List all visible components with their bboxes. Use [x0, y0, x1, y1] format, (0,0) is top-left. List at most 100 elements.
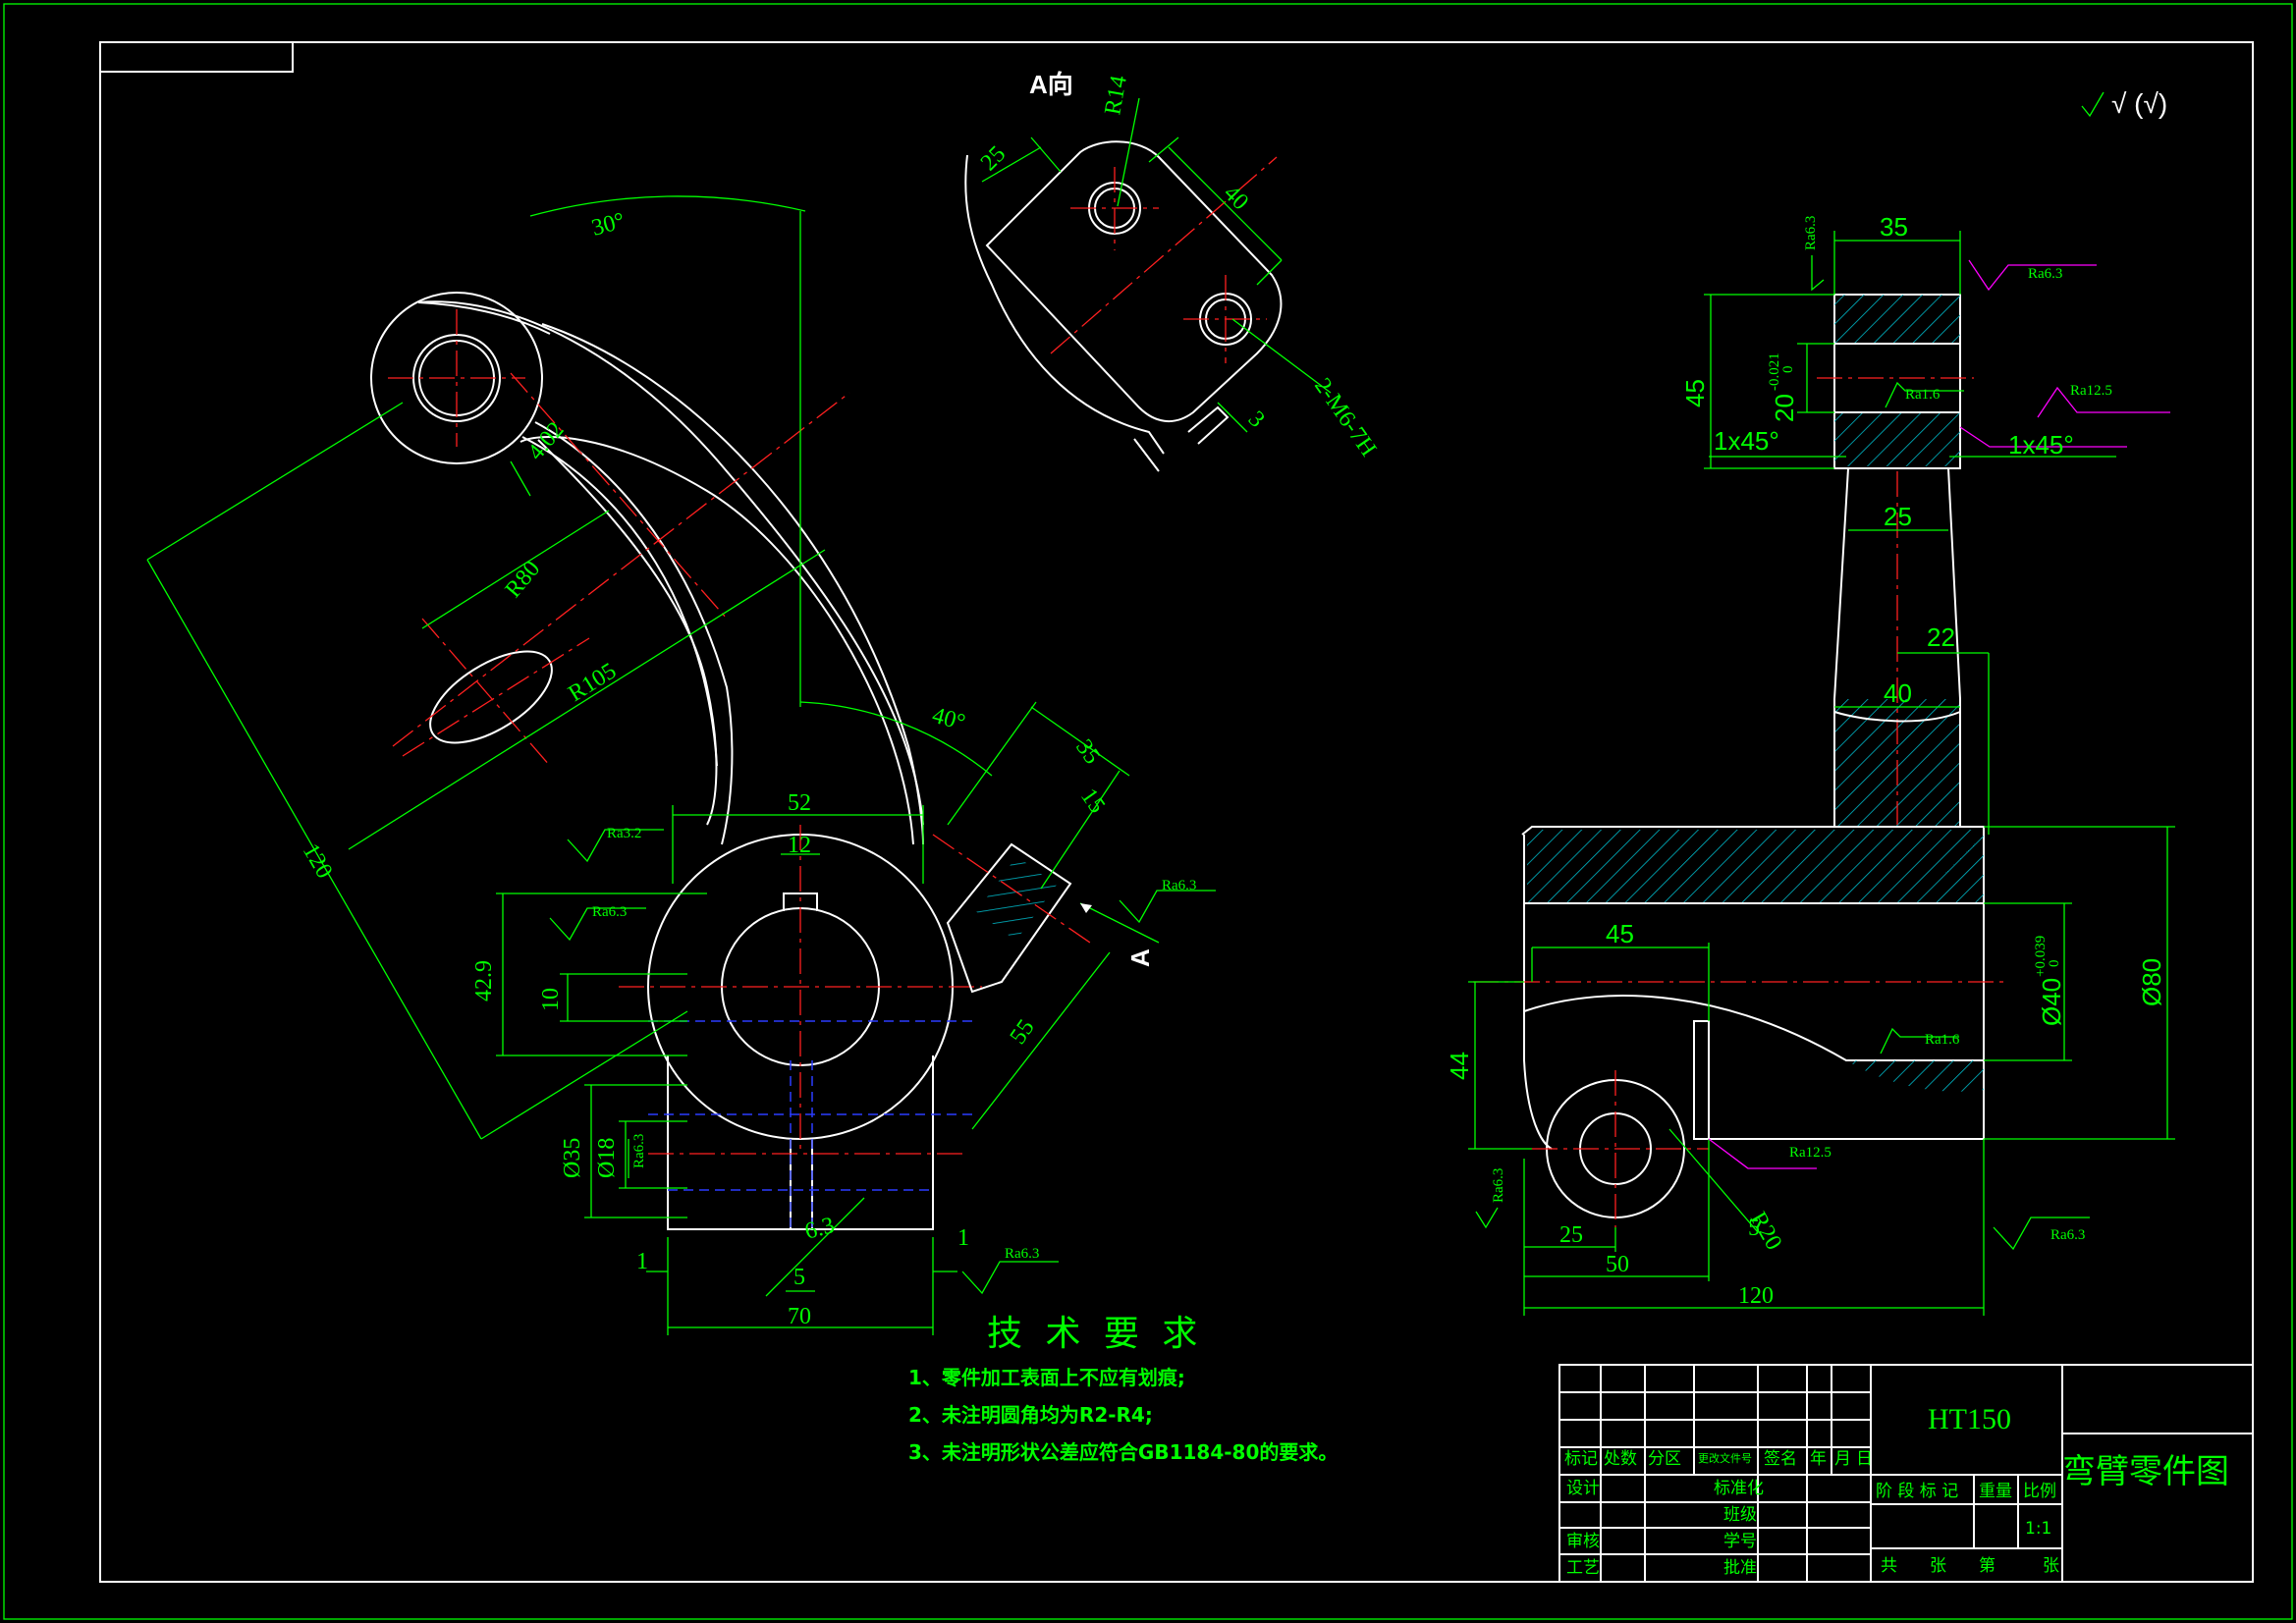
tb-sheet-unit-1: 张	[1930, 1556, 1946, 1576]
dim-63: 6.3	[802, 1213, 838, 1245]
tb-weight: 重量	[1979, 1482, 2012, 1501]
tb-design: 设计	[1566, 1479, 1600, 1498]
ra63-side-a: Ra6.3	[1803, 216, 1819, 250]
top-boss	[370, 292, 543, 464]
tb-h-day: 日	[1856, 1449, 1873, 1469]
ra-symbols-side	[1475, 255, 2170, 1251]
tb-class: 班级	[1723, 1505, 1757, 1525]
dim-dia18: Ø18	[594, 1138, 620, 1178]
dim-angle-40: 40°	[929, 703, 967, 736]
tb-total: 共	[1881, 1556, 1897, 1576]
tb-h-zone: 分区	[1648, 1449, 1681, 1469]
dim-120-front: 120	[298, 839, 338, 883]
dim-25-side: 25	[1884, 502, 1912, 531]
dim-22: 22	[1927, 622, 1955, 652]
ra63-front-c: Ra6.3	[1005, 1246, 1039, 1262]
title-block	[1558, 1364, 2254, 1583]
side-view	[1468, 231, 2175, 1316]
corner-box	[99, 41, 294, 73]
ra125-side-a: Ra12.5	[2070, 383, 2112, 399]
arm-slot	[429, 650, 553, 744]
dim-r80: R80	[501, 556, 546, 602]
view-a	[964, 97, 1332, 472]
dim-20: 20	[1770, 394, 1799, 422]
default-roughness-symbol: √ (√)	[2081, 88, 2167, 119]
dim-25-viewa: 25	[976, 141, 1011, 176]
ra63-side-c: Ra6.3	[2050, 1227, 2085, 1243]
dim-15: 15	[1075, 784, 1110, 819]
view-a-label: A向	[1029, 70, 1073, 99]
dim-dia40: Ø40	[2037, 978, 2066, 1026]
ra16-side-b: Ra1.6	[1925, 1032, 1960, 1048]
dim-35-side: 35	[1880, 212, 1908, 242]
dim-402: 4.02	[523, 417, 570, 465]
tb-stage: 阶 段 标 记	[1876, 1482, 1958, 1501]
section-mark-a: A	[1125, 948, 1155, 967]
chamfer-left: 1x45°	[1714, 426, 1779, 456]
tb-nth: 第	[1979, 1556, 1995, 1576]
drawing-name: 弯臂零件图	[2062, 1452, 2229, 1491]
material: HT150	[1928, 1403, 2011, 1435]
dim-dia80: Ø80	[2137, 958, 2166, 1006]
dim-r105: R105	[564, 658, 621, 707]
tb-h-file: 更改文件号	[1698, 1451, 1752, 1465]
outer-border	[3, 3, 2293, 1620]
ra125-side-b: Ra12.5	[1789, 1145, 1831, 1161]
tb-h-sign: 签名	[1764, 1449, 1797, 1469]
ra63-side-d: Ra6.3	[1491, 1168, 1506, 1203]
dim-40-tol-low: 0	[2047, 960, 2062, 968]
dim-10: 10	[538, 988, 564, 1011]
dim-20-tol-up: -0.021	[1767, 352, 1782, 391]
tech-req-item-1: 1、零件加工表面上不应有划痕;	[908, 1366, 1185, 1389]
dim-5-side: 5	[1748, 1216, 1760, 1241]
tb-approve: 批准	[1723, 1558, 1757, 1578]
ra63-front-d: Ra6.3	[631, 1134, 647, 1168]
thread-callout: 2-M6-7H	[1309, 374, 1381, 461]
tb-h-count: 处数	[1604, 1449, 1637, 1469]
dim-12: 12	[788, 833, 811, 858]
ra63-front-b: Ra6.3	[1162, 878, 1196, 893]
dim-50-side: 50	[1606, 1252, 1629, 1277]
ra-symbols-front	[549, 829, 1216, 1295]
dim-120-side: 120	[1738, 1283, 1774, 1309]
tb-sheet-unit-2: 张	[2043, 1556, 2059, 1576]
dim-angle-30: 30°	[589, 208, 628, 242]
dim-20-tol-low: 0	[1780, 366, 1796, 374]
dim-3-viewa: 3	[1243, 406, 1270, 433]
dim-r14: R14	[1100, 74, 1132, 117]
ra63-front-a: Ra6.3	[592, 904, 627, 920]
tech-req-title: 技 术 要 求	[987, 1314, 1203, 1354]
tb-h-month: 月	[1834, 1449, 1851, 1469]
dim-55: 55	[1006, 1015, 1040, 1050]
dim-429: 42.9	[471, 960, 497, 1001]
front-view	[146, 195, 1216, 1335]
ra16-side-a: Ra1.6	[1905, 387, 1941, 403]
tb-student-no: 学号	[1723, 1532, 1757, 1551]
dim-40-viewa: 40	[1219, 181, 1253, 215]
ra63-side-b: Ra6.3	[2028, 266, 2062, 282]
dim-1b: 1	[957, 1225, 969, 1251]
dim-dia35: Ø35	[560, 1138, 585, 1178]
dim-25b-side: 25	[1559, 1222, 1583, 1248]
dim-35-front: 35	[1070, 735, 1105, 770]
tb-h-year: 年	[1810, 1449, 1827, 1469]
tech-req-item-2: 2、未注明圆角均为R2-R4;	[908, 1403, 1153, 1427]
tb-process: 工艺	[1566, 1558, 1600, 1578]
dim-52: 52	[788, 790, 811, 816]
tb-h-mark: 标记	[1564, 1449, 1598, 1469]
dim-40-side: 40	[1884, 678, 1912, 708]
dim-44: 44	[1445, 1052, 1474, 1080]
inner-border	[99, 41, 2254, 1583]
dim-dia45: 45	[1680, 379, 1710, 407]
tb-scale: 1:1	[2025, 1519, 2051, 1539]
tb-review: 审核	[1566, 1532, 1600, 1551]
tech-req-item-3: 3、未注明形状公差应符合GB1184-80的要求。	[908, 1440, 1338, 1464]
dim-45-side: 45	[1606, 919, 1634, 948]
tb-scale-label: 比例	[2023, 1482, 2056, 1501]
dim-40-tol-up: +0.039	[2033, 936, 2049, 977]
default-roughness-text: √ (√)	[2111, 88, 2167, 119]
dim-70: 70	[788, 1304, 811, 1329]
ra32-front: Ra3.2	[607, 826, 641, 841]
dim-5-front: 5	[793, 1265, 805, 1290]
